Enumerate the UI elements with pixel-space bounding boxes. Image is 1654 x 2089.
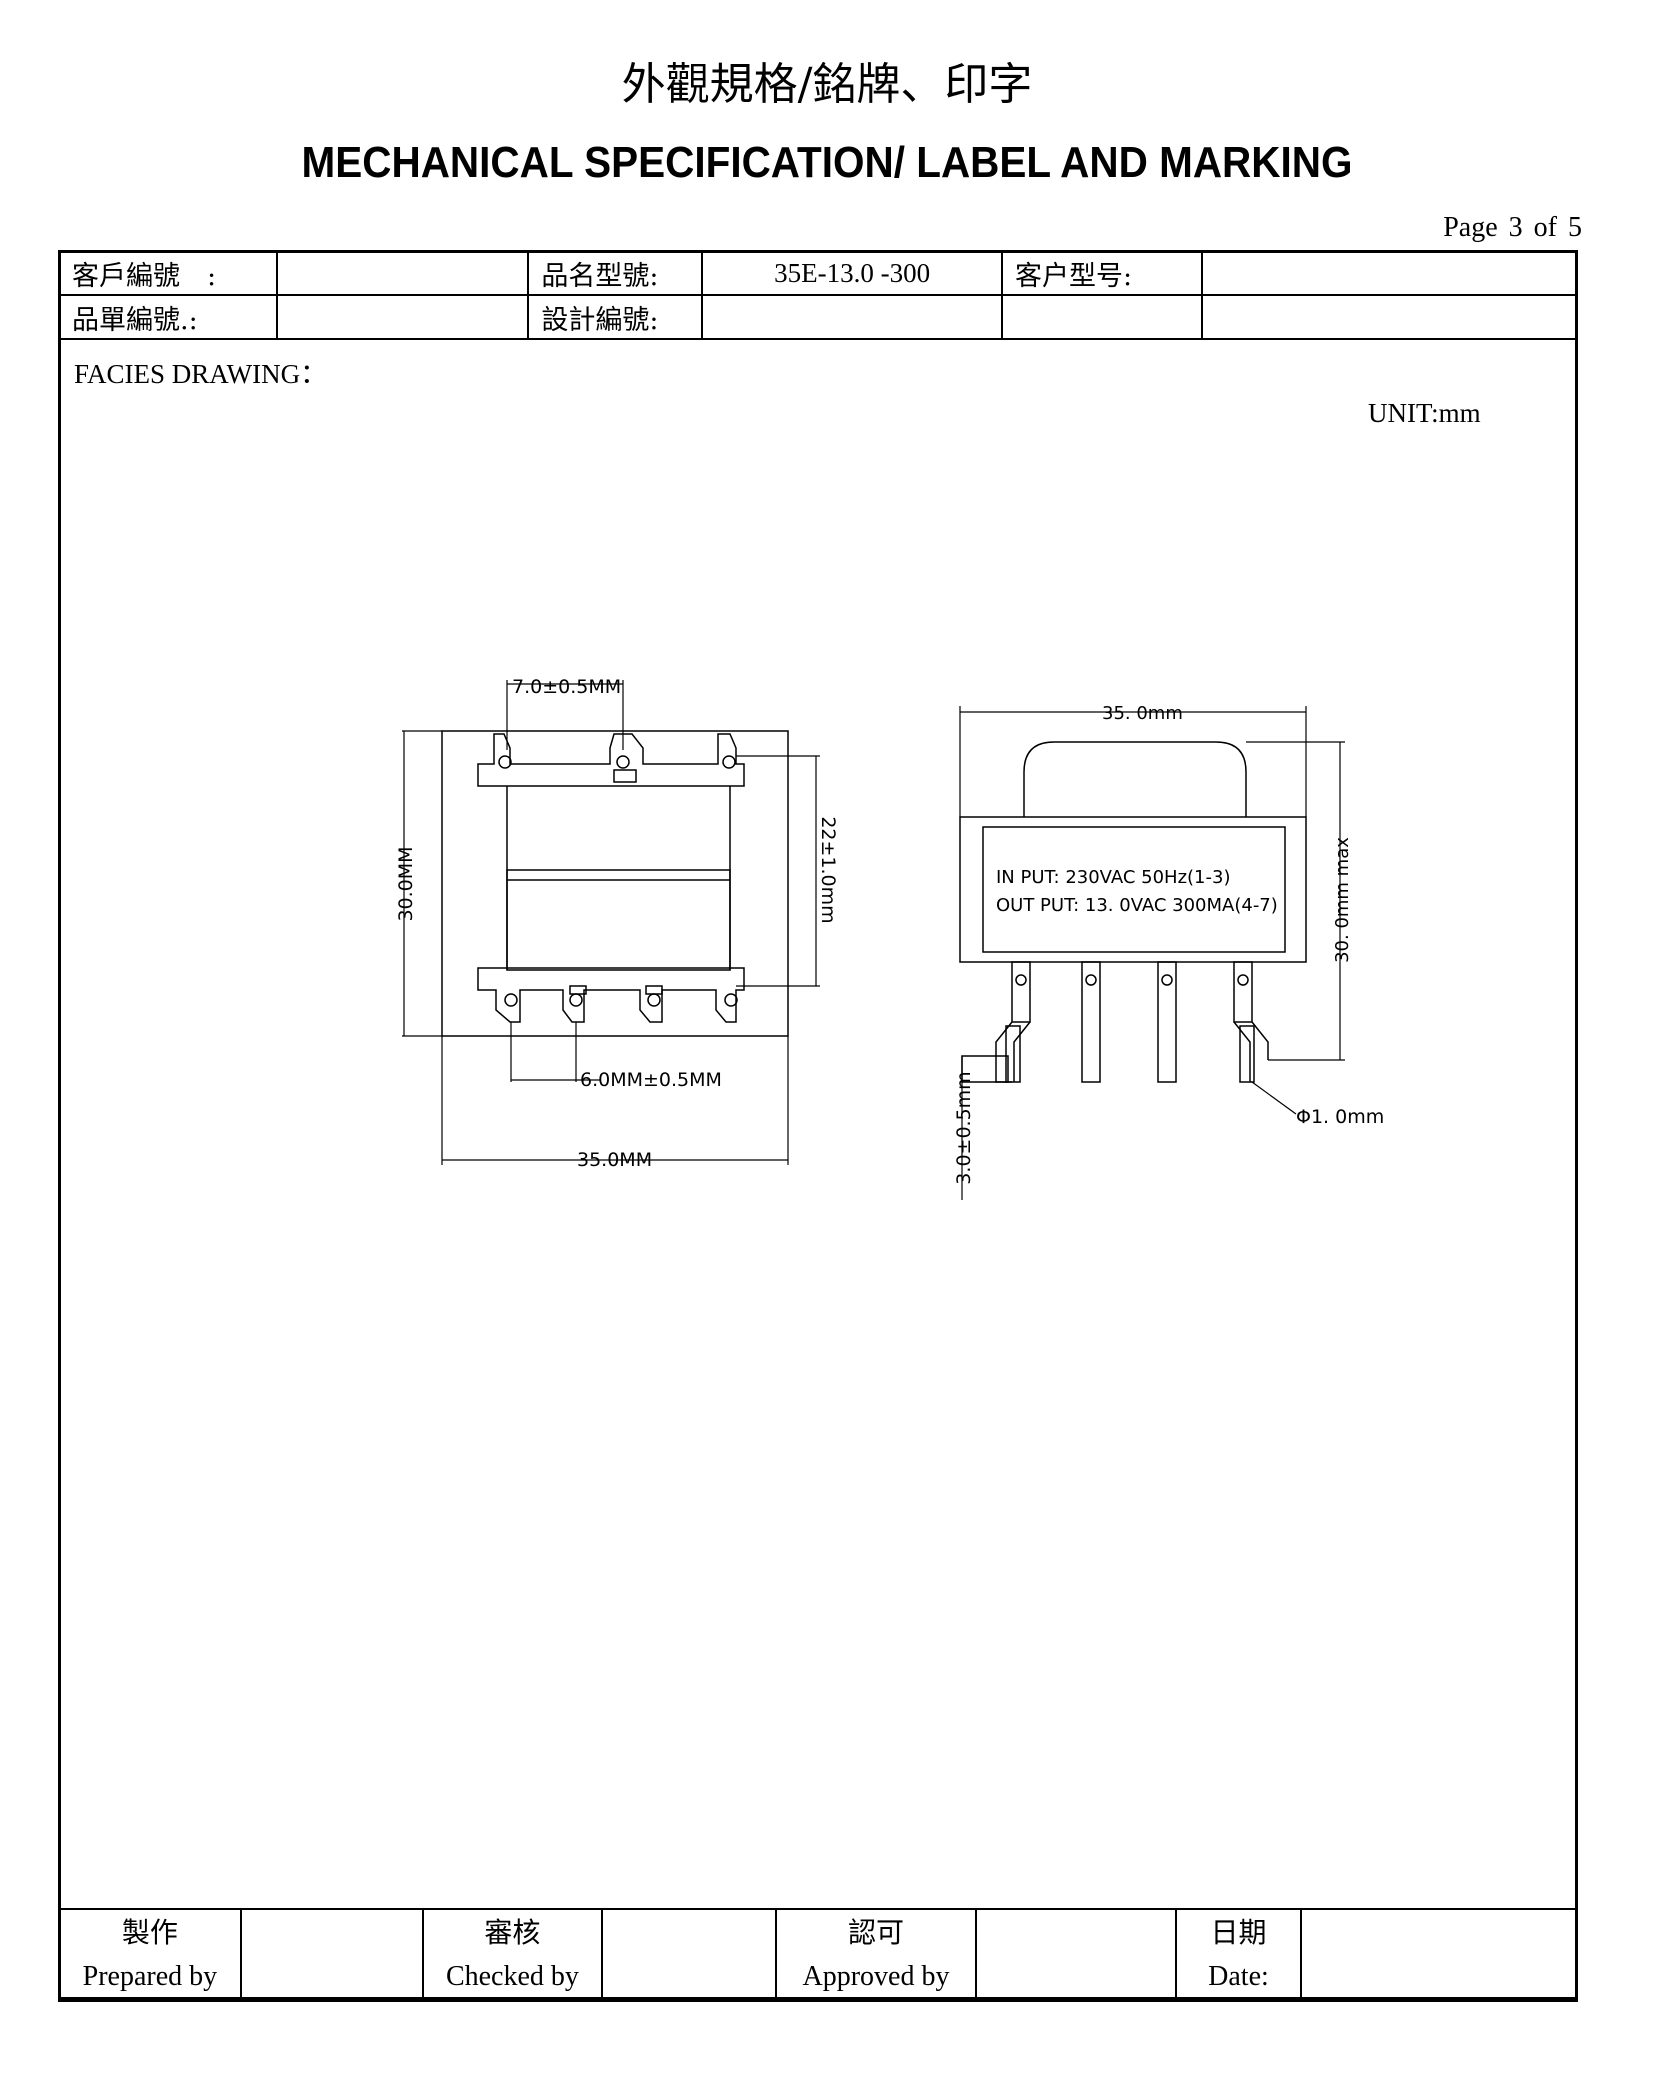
dim-right-height: 30. 0mm max xyxy=(1332,837,1353,963)
order-no-label: 品單編號.: xyxy=(58,294,278,340)
dim-left-width: 35.0MM xyxy=(577,1149,652,1171)
page-title-english: MECHANICAL SPECIFICATION/ LABEL AND MARK… xyxy=(301,138,1353,187)
order-no-value xyxy=(275,294,530,340)
customer-no-value xyxy=(275,250,530,296)
nameplate-input-line: IN PUT: 230VAC 50Hz(1-3) xyxy=(996,867,1230,888)
part-name-value: 35E-13.0 -300 xyxy=(701,250,1003,296)
part-name-label: 品名型號: xyxy=(527,250,704,296)
nameplate-output-line: OUT PUT: 13. 0VAC 300MA(4-7) xyxy=(996,895,1278,916)
extra-value xyxy=(1200,294,1579,340)
date-field[interactable] xyxy=(1300,1908,1578,2002)
customer-no-label: 客戶編號 : xyxy=(58,250,278,296)
dim-pin-pitch-top: 7.0±0.5MM xyxy=(512,676,621,698)
page-number: Page 3 of 5 xyxy=(1443,212,1582,243)
dim-left-height: 30.0MM xyxy=(395,846,417,921)
dim-pin-pitch-bottom: 6.0MM±0.5MM xyxy=(580,1069,722,1091)
approved-by-field[interactable] xyxy=(974,1908,1177,2002)
dim-pin-diameter: Φ1. 0mm xyxy=(1296,1106,1384,1128)
dim-pin-span: 22±1.0mm xyxy=(817,816,839,923)
unit-label: UNIT:mm xyxy=(1368,398,1481,428)
design-no-label: 設計編號: xyxy=(527,294,704,340)
checked-by-field[interactable] xyxy=(601,1908,778,2002)
dim-pin-length: 3.0±0.5mm xyxy=(953,1071,975,1184)
extra-label xyxy=(1000,294,1203,340)
customer-model-value xyxy=(1200,250,1579,296)
prepared-by-field[interactable] xyxy=(239,1908,424,2002)
right-view-dimensions xyxy=(959,706,1345,1200)
facies-drawing-label: FACIES DRAWING： xyxy=(74,359,328,389)
left-view-outline xyxy=(441,730,789,1037)
left-view-dimensions xyxy=(402,680,820,1165)
design-no-value xyxy=(701,294,1003,340)
right-view-outline xyxy=(959,741,1307,1083)
customer-model-label: 客户型号: xyxy=(1000,250,1203,296)
header-table: 客戶編號 : 品名型號: 35E-13.0 -300 客户型号: 品單編號.: … xyxy=(58,250,1579,340)
page-title-chinese: 外觀規格/銘牌、印字 xyxy=(621,59,1033,110)
dim-right-width: 35. 0mm xyxy=(1102,703,1183,724)
